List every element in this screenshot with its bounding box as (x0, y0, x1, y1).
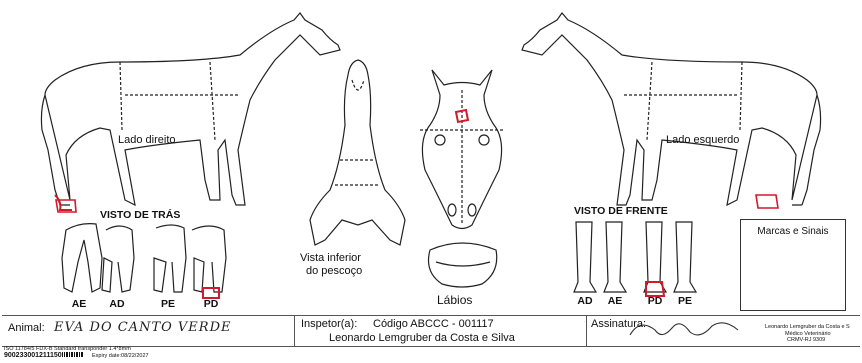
form-footer: Animal: EVA DO CANTO VERDE Inspetor(a): … (2, 315, 860, 347)
label-do-pescoco: do pescoço (306, 265, 362, 277)
horse-right-side-icon (41, 13, 340, 212)
front-leg-label: PD (642, 295, 668, 307)
front-leg-label: AE (602, 295, 628, 307)
marks-and-signs-title: Marcas e Sinais (741, 226, 845, 237)
label-labios: Lábios (437, 293, 472, 307)
signature-label: Assinatura: (591, 318, 646, 330)
horse-head-front-icon (420, 70, 504, 229)
animal-name: EVA DO CANTO VERDE (54, 320, 231, 335)
animal-cell: Animal: EVA DO CANTO VERDE (2, 316, 292, 346)
label-vista-inferior: Vista inferior (300, 252, 361, 264)
inspector-name: Leonardo Lemgruber da Costa e Silva (329, 332, 515, 344)
animal-label: Animal: (8, 322, 45, 334)
label-visto-de-tras: VISTO DE TRÁS (100, 209, 180, 221)
front-legs-drawing (574, 222, 696, 296)
rear-leg-label: PD (198, 298, 224, 310)
label-visto-de-frente: VISTO DE FRENTE (574, 205, 668, 217)
neck-underside-icon (310, 60, 405, 245)
rear-legs-drawing (62, 224, 226, 298)
inspector-cell: Inspetor(a): Código ABCCC - 001117 Leona… (294, 316, 585, 346)
marks-and-signs-box: Marcas e Sinais (740, 219, 846, 311)
chip-number: 900233001211150 (4, 352, 62, 359)
label-lado-esquerdo: Lado esquerdo (666, 134, 739, 146)
expiry-date: Expiry date:08/22/2027 (92, 353, 149, 359)
stamp-line: Leonardo Lemgruber da Costa e S (765, 324, 850, 330)
horse-left-side-icon (522, 13, 821, 208)
inspector-label: Inspetor(a): (301, 318, 357, 330)
stamp-line: CRMV-RJ 9309 (787, 337, 825, 343)
signature-cell: Assinatura: Leonardo Lemgruber da Costa … (586, 316, 861, 346)
rear-leg-label: AE (66, 298, 92, 310)
rear-leg-label: PE (155, 298, 181, 310)
label-lado-direito: Lado direito (118, 134, 176, 146)
inspector-code: Código ABCCC - 001117 (373, 318, 494, 330)
front-leg-label: AD (572, 295, 598, 307)
front-leg-label: PE (672, 295, 698, 307)
rear-leg-label: AD (104, 298, 130, 310)
lips-icon (429, 243, 497, 287)
